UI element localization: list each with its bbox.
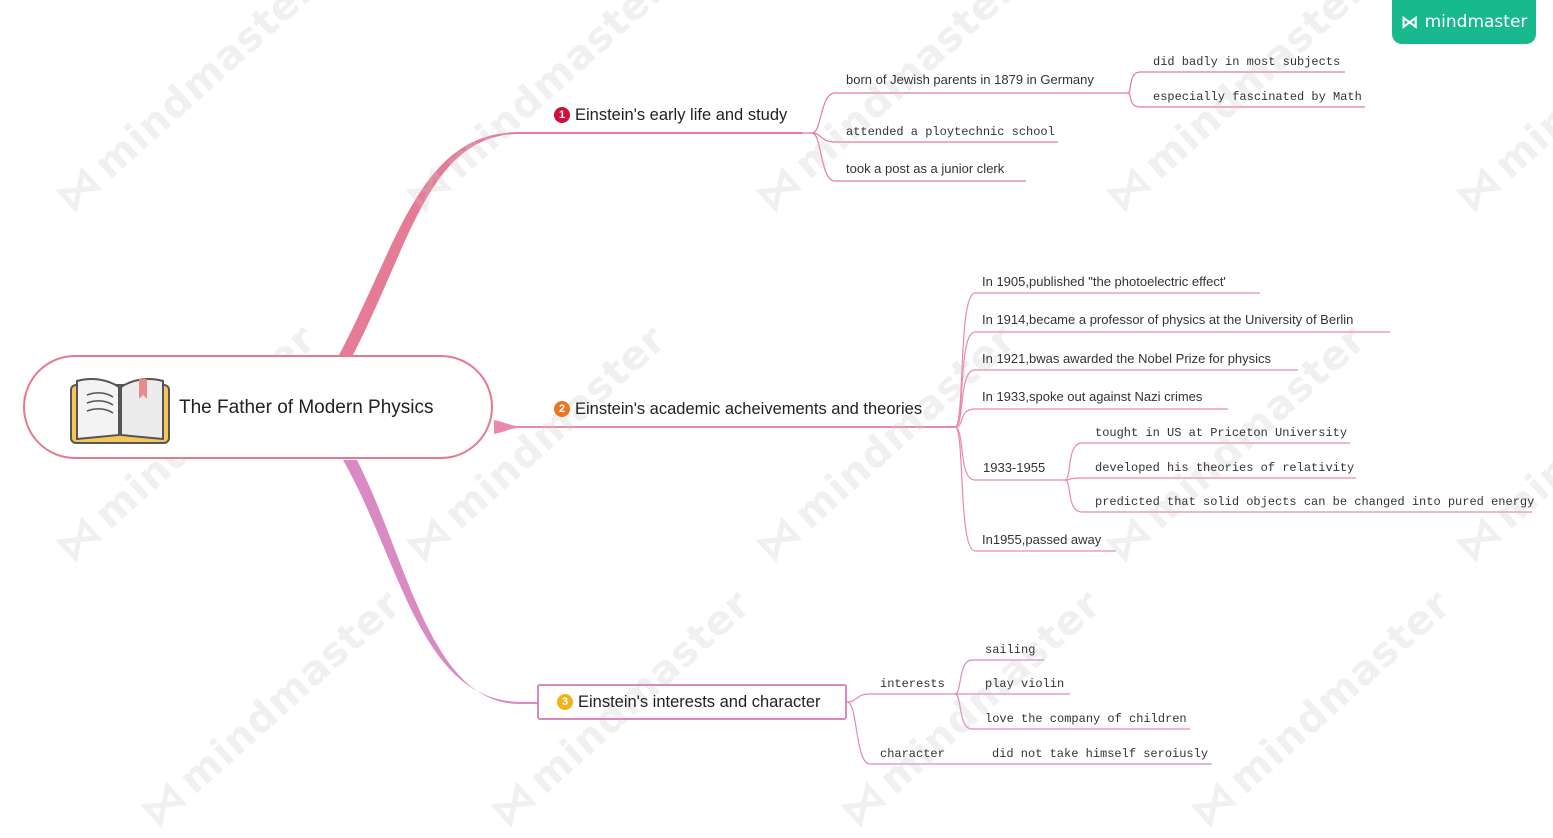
topic-3[interactable]: 3 Einstein's interests and character xyxy=(557,693,821,712)
branch-3-connector xyxy=(343,460,537,704)
mindmaster-logo-icon: ⋈ xyxy=(1400,11,1419,33)
topic-3-frame xyxy=(537,684,847,720)
subtopic-junior-clerk[interactable]: took a post as a junior clerk xyxy=(846,161,1005,176)
open-book-icon xyxy=(70,378,170,444)
subtopic-relativity[interactable]: developed his theories of relativity xyxy=(1095,461,1355,475)
subtopic-did-badly[interactable]: did badly in most subjects xyxy=(1153,55,1341,69)
topic-1-connectors xyxy=(802,71,1365,182)
topic-2-label: Einstein's academic acheivements and the… xyxy=(575,400,923,418)
subtopic-born[interactable]: born of Jewish parents in 1879 in German… xyxy=(846,72,1094,87)
subtopic-violin[interactable]: play violin xyxy=(985,677,1065,691)
mindmaster-brand-badge[interactable]: ⋈ mindmaster xyxy=(1392,0,1536,44)
subtopic-sailing[interactable]: sailing xyxy=(985,643,1036,657)
subtopic-children[interactable]: love the company of children xyxy=(985,712,1187,726)
root-title: The Father of Modern Physics xyxy=(179,397,434,418)
topic-2-connectors xyxy=(954,292,1532,552)
number-2-badge: 2 xyxy=(554,401,570,417)
mindmap-connectors xyxy=(338,71,1532,765)
subtopic-polytechnic[interactable]: attended a ploytechnic school xyxy=(846,125,1055,139)
subtopic-seriously[interactable]: did not take himself seroiusly xyxy=(992,747,1209,761)
topic-2[interactable]: 2 Einstein's academic acheivements and th… xyxy=(554,400,922,419)
subtopic-princeton[interactable]: tought in US at Priceton University xyxy=(1095,426,1348,440)
topic-3-label: Einstein's interests and character xyxy=(578,693,821,711)
number-3-badge: 3 xyxy=(557,694,573,710)
subtopic-1921[interactable]: In 1921,bwas awarded the Nobel Prize for… xyxy=(982,351,1272,366)
branch-1-connector xyxy=(338,132,802,357)
subtopic-interests[interactable]: interests xyxy=(880,677,945,691)
subtopic-1905[interactable]: In 1905,published "the photoelectric eff… xyxy=(982,274,1226,289)
root-node[interactable]: The Father of Modern Physics xyxy=(23,355,493,459)
subtopic-1933[interactable]: In 1933,spoke out against Nazi crimes xyxy=(982,389,1203,404)
subtopic-fascinated-math[interactable]: especially fascinated by Math xyxy=(1153,90,1362,104)
subtopic-1955[interactable]: In1955,passed away xyxy=(982,532,1102,547)
number-1-badge: 1 xyxy=(554,107,570,123)
topic-1[interactable]: 1 Einstein's early life and study xyxy=(554,106,787,125)
subtopic-1914[interactable]: In 1914,became a professor of physics at… xyxy=(982,312,1354,327)
subtopic-energy[interactable]: predicted that solid objects can be chan… xyxy=(1095,495,1535,509)
topic-1-label: Einstein's early life and study xyxy=(575,106,788,124)
subtopic-1933-1955[interactable]: 1933-1955 xyxy=(983,460,1046,475)
branch-2-connector xyxy=(494,420,955,434)
brand-name: mindmaster xyxy=(1424,12,1528,32)
topic-3-connectors xyxy=(846,659,1212,765)
subtopic-character[interactable]: character xyxy=(880,747,945,761)
